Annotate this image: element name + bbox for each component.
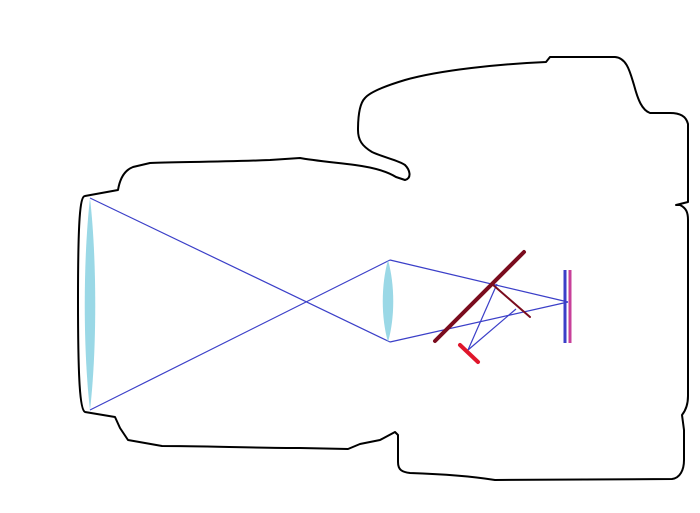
af-sensor [458,343,480,364]
ray-bottom-to-top [89,259,391,411]
light-rays [89,197,569,411]
main-mirror [433,250,526,343]
camera-body-outline [77,56,689,481]
ray-top-to-bottom [89,197,391,343]
ray-submirror-to-af-1 [467,283,498,351]
ray-submirror-to-af-2 [467,308,517,351]
ray-upper-to-sensor [389,259,569,303]
front-lens [84,198,96,410]
ray-lower-to-sensor [389,301,569,343]
secondary-mirror [491,283,531,318]
image-sensor [563,270,572,343]
rear-lens [382,260,394,342]
